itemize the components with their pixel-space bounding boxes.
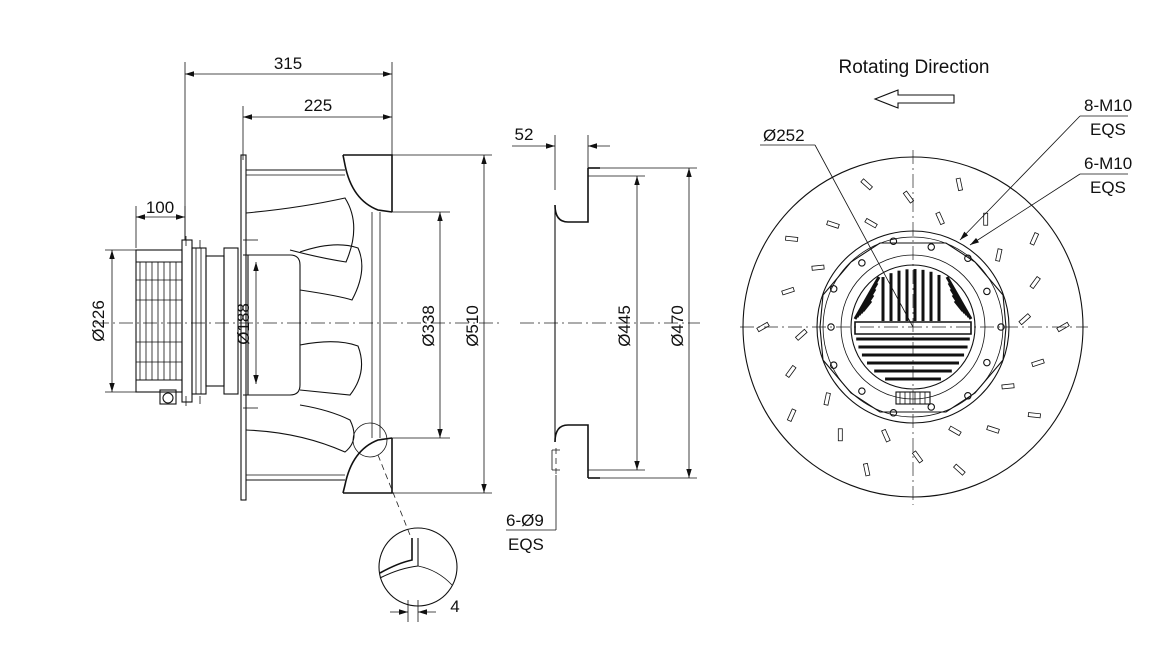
- blade-slot: [1027, 412, 1041, 419]
- dim-225-label: 225: [304, 96, 332, 115]
- blade-slot: [786, 408, 797, 422]
- bolt-hole: [889, 237, 898, 245]
- blade-slot: [1001, 383, 1015, 390]
- bolt-hole: [889, 409, 898, 417]
- holes-eqs-label: EQS: [508, 535, 544, 554]
- impeller-housing: [240, 154, 393, 501]
- blade-slot: [756, 321, 770, 333]
- bolt-hole: [829, 285, 838, 293]
- detail-view: 4: [378, 527, 460, 622]
- blade-slot: [860, 178, 874, 191]
- dim-252-label: Ø252: [763, 126, 805, 145]
- blade-slot: [881, 428, 891, 443]
- bolt-hole: [829, 361, 838, 369]
- bolt-hole: [983, 358, 991, 367]
- blade-slot: [785, 235, 799, 242]
- flange-bolts: [827, 237, 1005, 417]
- dim-motor-length: 100: [135, 198, 186, 248]
- blade-slot: [955, 177, 964, 192]
- blade-slot: [935, 211, 945, 226]
- blade-slot: [826, 220, 840, 229]
- dim-inlet-diameter: Ø338: [392, 211, 450, 439]
- dim-315-label: 315: [274, 54, 302, 73]
- dim-ring-depth: 52: [512, 125, 610, 190]
- blade-slot: [952, 463, 966, 476]
- blade-slot: [781, 286, 795, 296]
- dim-outer-diameter: Ø510: [392, 154, 492, 494]
- blade-slot: [1029, 275, 1041, 290]
- blade-slot: [837, 428, 843, 442]
- blade-slot: [986, 425, 1000, 434]
- dim-motor-diameter: Ø226: [89, 249, 150, 393]
- thread1-eqs-label: EQS: [1090, 120, 1126, 139]
- dim-overall-length: 315: [184, 54, 393, 240]
- blade-slot: [864, 217, 878, 229]
- blade-slot: [785, 364, 797, 379]
- thread2-eqs-label: EQS: [1090, 178, 1126, 197]
- dim-510-label: Ø510: [463, 305, 482, 347]
- front-view: Rotating Direction Ø252: [740, 57, 1132, 505]
- inlet-ring-view: 52 Ø445 Ø470 6-Ø9 EQS: [506, 125, 700, 554]
- dim-445-label: Ø445: [615, 305, 634, 347]
- bolt-hole: [927, 243, 935, 251]
- dim-ring-outer: Ø470: [600, 167, 697, 479]
- dim-338-label: Ø338: [419, 305, 438, 347]
- bolt-hole: [997, 323, 1005, 331]
- fin-line: [861, 300, 873, 312]
- bolt-hole: [964, 254, 972, 262]
- blade-slot: [1031, 358, 1045, 368]
- ring-top-profile: [554, 168, 589, 223]
- holes-callout: 6-Ø9 EQS: [506, 475, 557, 554]
- blade-slot: [862, 462, 871, 477]
- dim-470-label: Ø470: [668, 305, 687, 347]
- bolt-hole: [858, 259, 866, 267]
- bolt-hole: [927, 403, 935, 411]
- dim-impeller-length: 225: [242, 96, 392, 160]
- motor-body: [135, 236, 239, 406]
- ring-bottom-profile: [554, 424, 589, 478]
- dim-226-label: Ø226: [89, 300, 108, 342]
- blade-slot: [902, 190, 915, 204]
- dim-ring-inner: Ø445: [588, 175, 645, 471]
- rotating-direction-title: Rotating Direction: [838, 57, 989, 78]
- thread1-callout: 8-M10 EQS: [959, 96, 1132, 241]
- bolt-hole: [964, 392, 972, 400]
- holes-label: 6-Ø9: [506, 511, 544, 530]
- blade-slot: [1056, 321, 1070, 333]
- blade-slot: [823, 392, 831, 406]
- blade-slot: [911, 450, 924, 464]
- blade-slots: [756, 177, 1070, 477]
- inlet-ring-circle: [816, 230, 1010, 424]
- dim-100-label: 100: [146, 198, 174, 217]
- thread2-callout: 6-M10 EQS: [969, 154, 1132, 246]
- bolt-hole: [858, 387, 866, 395]
- motor-fins: [853, 269, 973, 405]
- blade-slot: [1018, 313, 1032, 326]
- blade-slot: [1029, 232, 1040, 246]
- bolt-circle-callout: Ø252: [760, 126, 914, 328]
- bolt-hole: [827, 323, 835, 331]
- detail-callout: [352, 422, 411, 536]
- outer-disc: [742, 156, 1084, 498]
- rotation-arrow-icon: [873, 89, 955, 109]
- blade-slot: [794, 328, 808, 341]
- dim-188-label: Ø188: [234, 303, 253, 345]
- blade-slot: [948, 425, 962, 437]
- motor-flange: [819, 242, 1007, 413]
- impeller-hub: Ø188: [234, 239, 301, 409]
- thread1-label: 8-M10: [1084, 96, 1132, 115]
- bolt-hole: [983, 287, 991, 296]
- blade-slot: [995, 248, 1003, 262]
- thread2-label: 6-M10: [1084, 154, 1132, 173]
- side-view: 315 225 100 Ø226: [89, 54, 500, 622]
- fin-line: [953, 300, 965, 312]
- dim-52-label: 52: [515, 125, 534, 144]
- dim-4-label: 4: [450, 597, 459, 616]
- blade-slot: [811, 264, 825, 271]
